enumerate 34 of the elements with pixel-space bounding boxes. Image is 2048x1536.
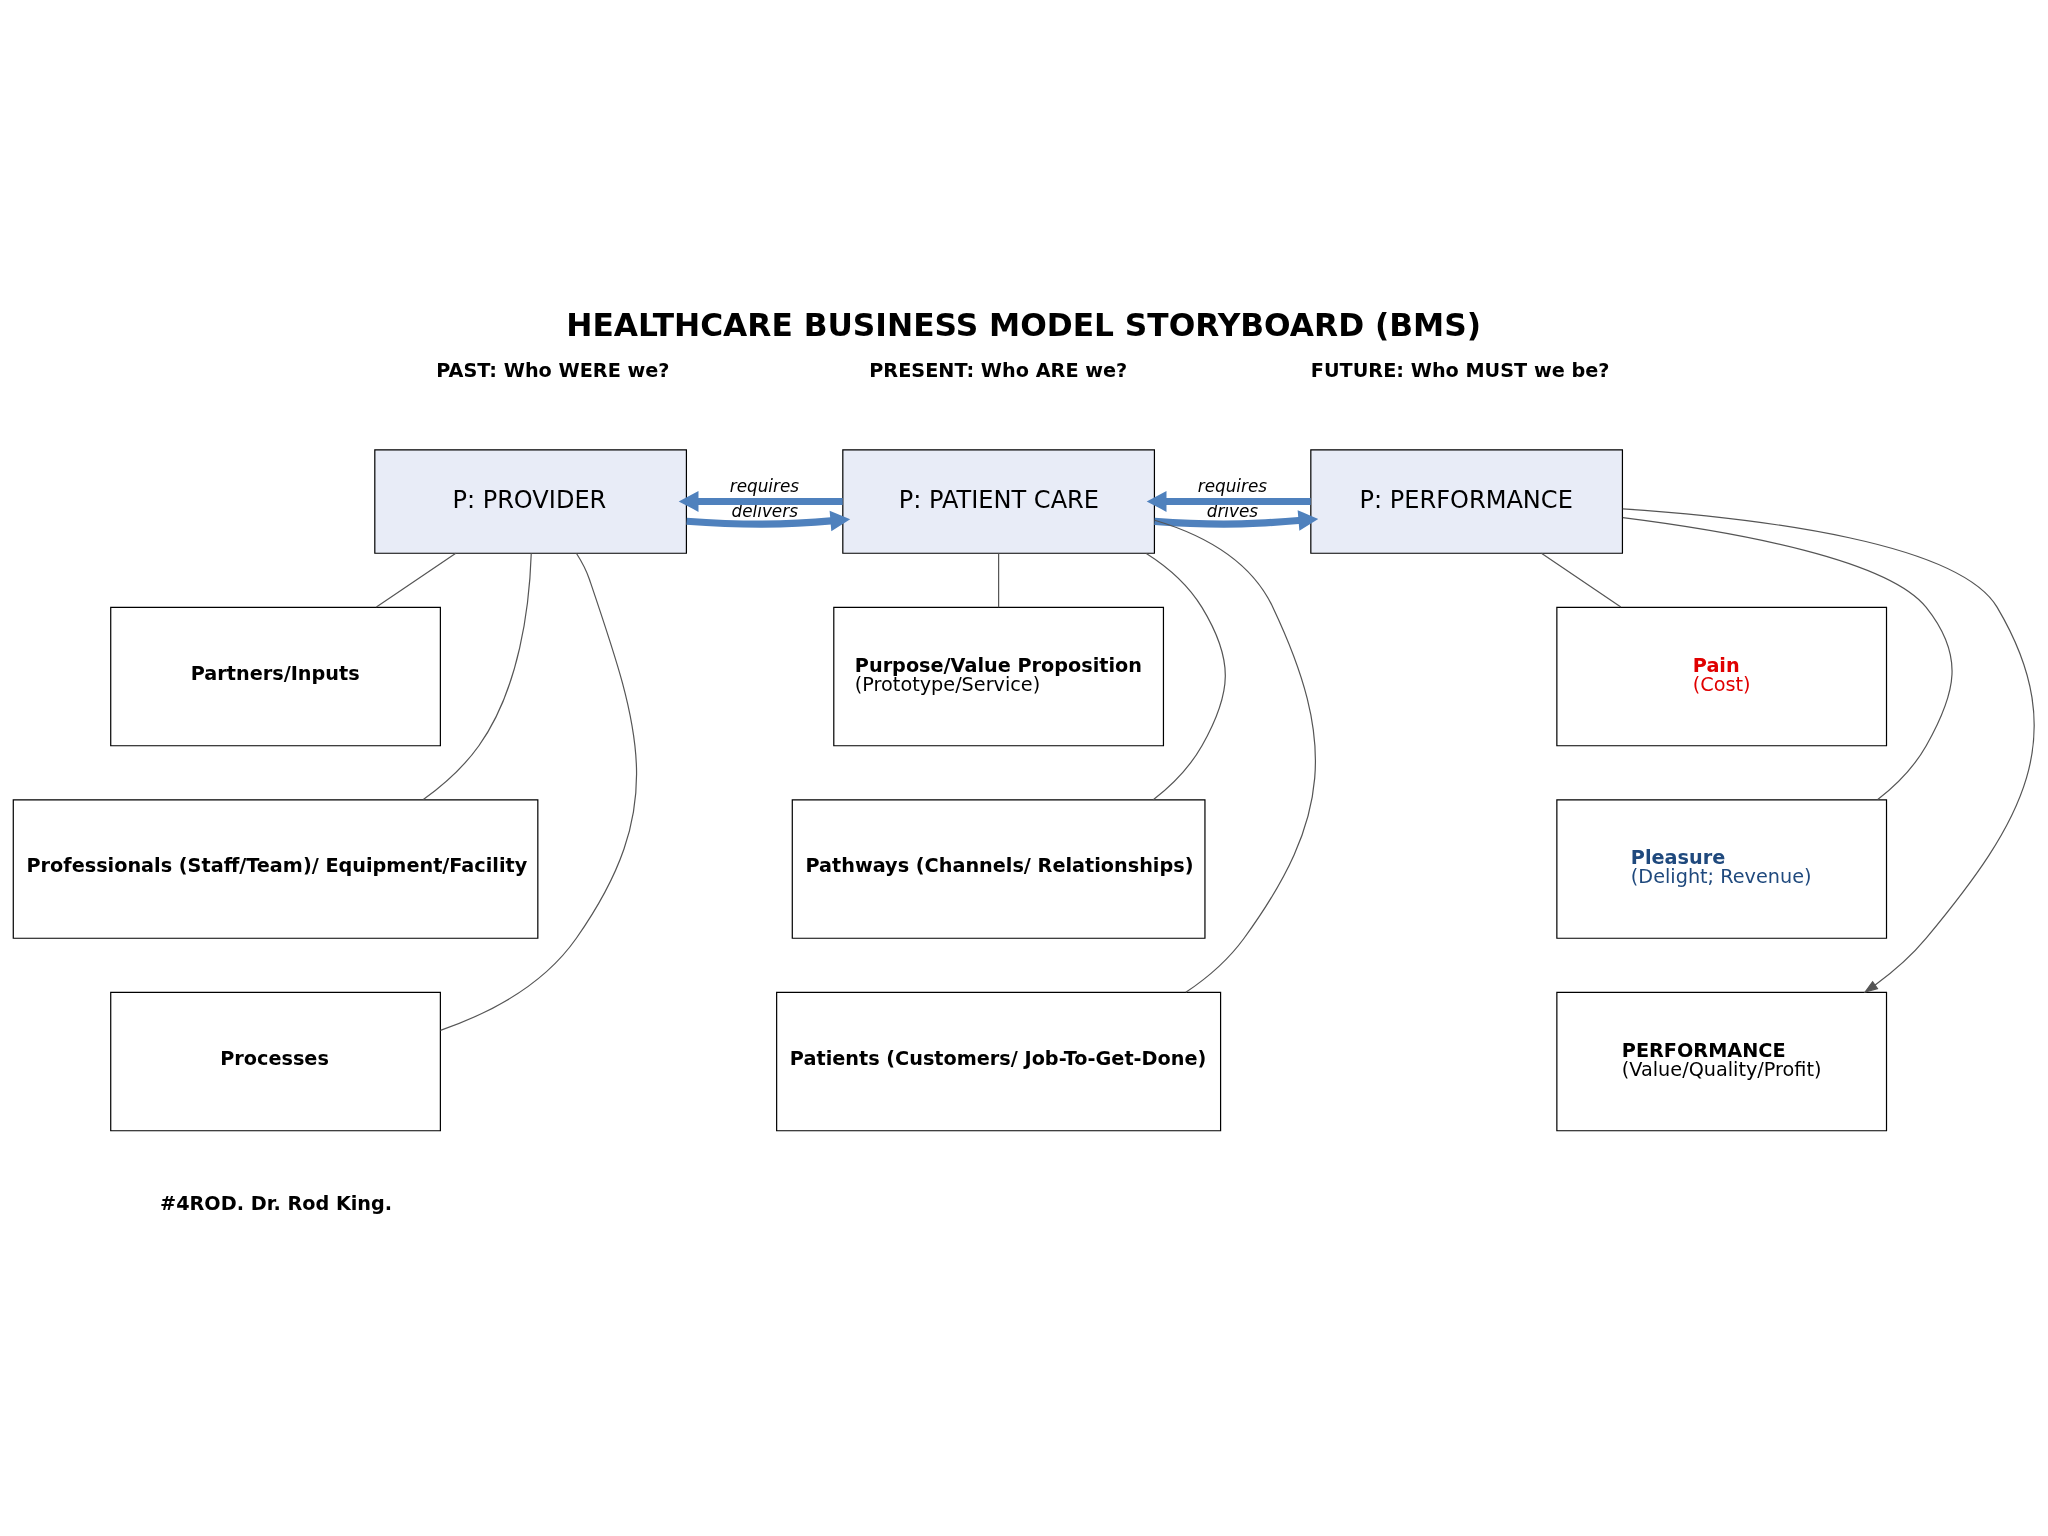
- node-box: Pleasure (Delight; Revenue): [1556, 799, 1888, 939]
- arrow: [1154, 510, 1319, 531]
- node-box: Processes: [110, 991, 441, 1132]
- arrow: [1146, 491, 1311, 512]
- node-box: PERFORMANCE (Value/Quality/Profit): [1556, 991, 1888, 1132]
- connector: [1622, 517, 1953, 801]
- label: FUTURE: Who MUST we be?: [1310, 359, 1610, 383]
- connector: [439, 552, 638, 1031]
- diagram-title: HEALTHCARE BUSINESS MODEL STORYBOARD (BMS): [566, 307, 1482, 344]
- connector: [1540, 552, 1622, 608]
- node-box: Pain (Cost): [1556, 606, 1888, 747]
- node-box: Partners/Inputs: [110, 606, 441, 747]
- arrow: [686, 510, 851, 532]
- connector: [422, 552, 532, 801]
- connector: [1154, 519, 1316, 993]
- node-box: Professionals (Staff/Team)/ Equipment/Facility: [12, 799, 539, 939]
- connector: [375, 552, 457, 608]
- node-box: P: PROVIDER: [374, 449, 687, 554]
- connector: [998, 553, 1000, 608]
- node-box: P: PERFORMANCE: [1310, 449, 1624, 554]
- node-box: Patients (Customers/ Job-To-Get-Done): [776, 991, 1222, 1132]
- edge-label: requires: [1197, 476, 1268, 497]
- label: PAST: Who WERE we?: [436, 359, 670, 383]
- edge-label: drives: [1206, 501, 1259, 522]
- edge-label: delivers: [731, 501, 798, 522]
- node-box: Pathways (Channels/ Relationships): [791, 799, 1206, 939]
- node-box: P: PATIENT CARE: [842, 449, 1155, 554]
- arrow: [1622, 508, 2035, 994]
- node-box: Purpose/Value Proposition (Prototype/Service): [833, 606, 1165, 747]
- label: PRESENT: Who ARE we?: [869, 359, 1128, 383]
- label: #4ROD. Dr. Rod King.: [160, 1191, 393, 1215]
- arrow: [678, 491, 843, 512]
- edge-label: requires: [729, 476, 800, 497]
- connector: [1145, 552, 1226, 801]
